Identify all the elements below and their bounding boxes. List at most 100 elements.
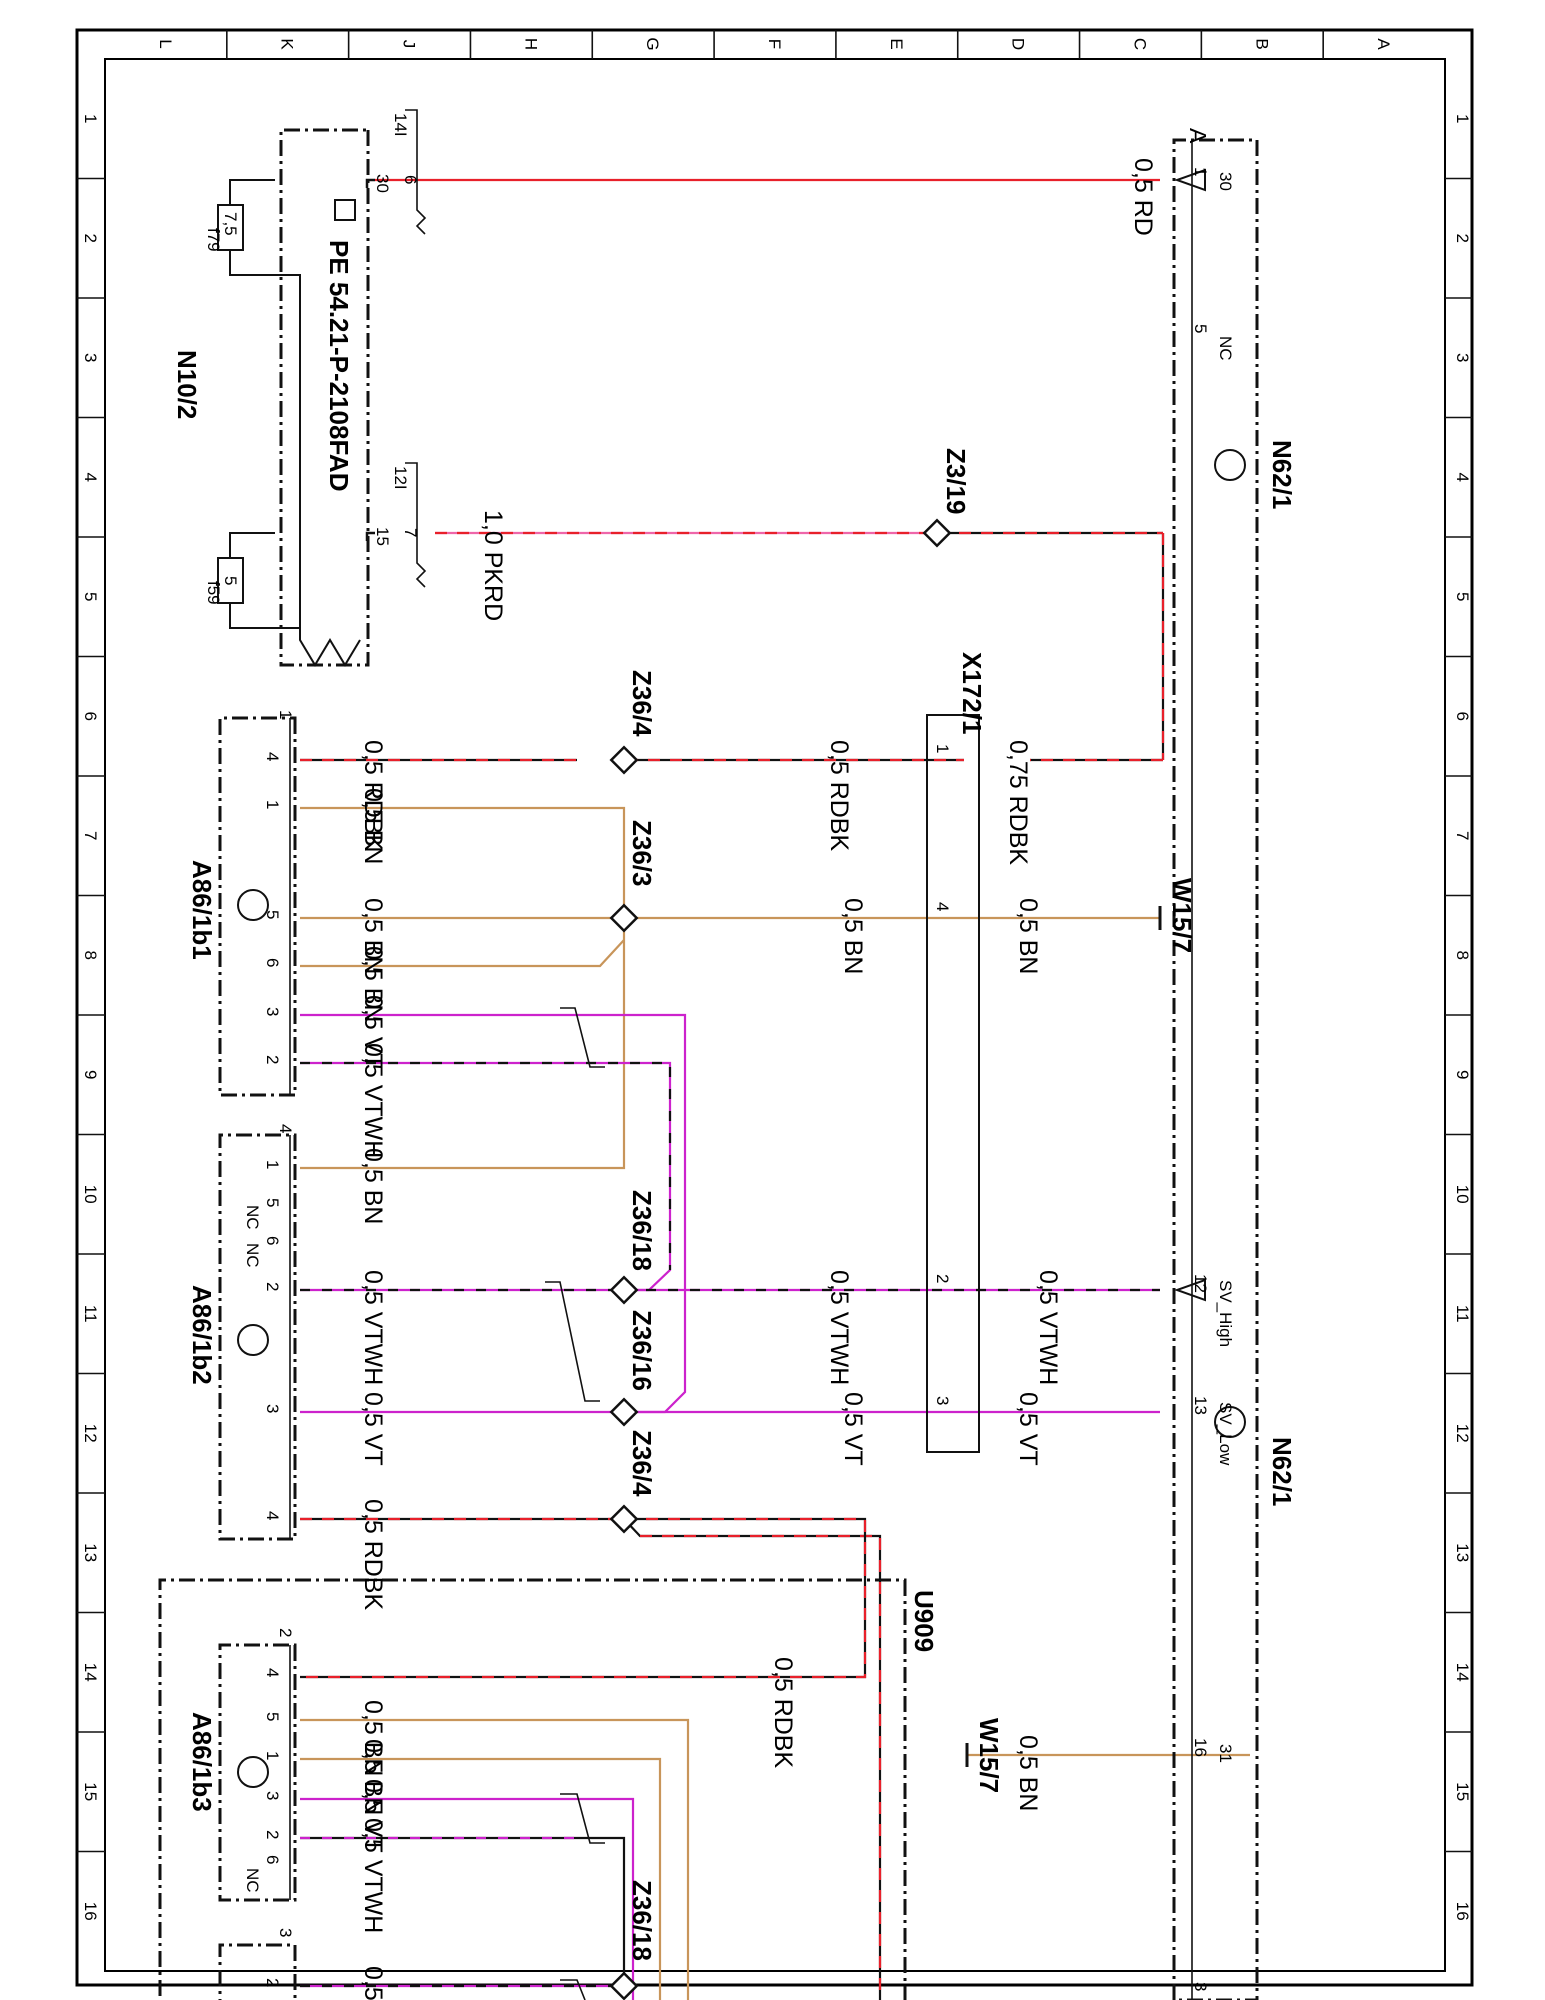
grid-column-label: D xyxy=(1009,38,1028,50)
a86-1b3-connector: 2 xyxy=(276,1628,295,1637)
wire-vt-b3 xyxy=(300,1797,635,2000)
unit-u909: U909 A86/1b3 2 4 5 1 3 2 6 NC 3 2 xyxy=(158,1578,939,2000)
grid-row-label: 7 xyxy=(81,831,100,840)
grid-row-label: 6 xyxy=(1453,712,1472,721)
grid-row-label: 15 xyxy=(81,1782,100,1801)
b3-pin-nc: NC xyxy=(243,1868,262,1893)
b2-pin-5: 5 xyxy=(263,1198,282,1207)
b2-pin-2: 2 xyxy=(263,1282,282,1291)
wires xyxy=(300,178,1250,2000)
grid-row-label: 3 xyxy=(81,353,100,362)
grid-column-label: C xyxy=(1130,38,1149,50)
splice-z36-18-lower: Z36/18 xyxy=(627,1880,657,1961)
splice-z36-4-top: Z36/4 xyxy=(627,670,657,737)
module-n62-1-label-top: N62/1 xyxy=(1267,440,1297,509)
pin-30: 30 xyxy=(373,174,392,193)
grid-row-labels: 1122334455667788991010111112121313141415… xyxy=(81,114,1472,1921)
n62-pin-5: 5 xyxy=(1191,324,1210,333)
a86-next-connector: 3 xyxy=(276,1928,295,1937)
ground-w15-7-upper: W15/7 xyxy=(1167,878,1197,953)
wire-bn-b1-1 xyxy=(300,806,626,1170)
grid-column-label: G xyxy=(643,37,662,50)
sensor-a86-1b2-label: A86/1b2 xyxy=(187,1285,217,1385)
b2-pin-1: 1 xyxy=(263,1160,282,1169)
b2-pin-nc-2: NC xyxy=(243,1243,262,1268)
grid-row-label: 4 xyxy=(81,473,100,482)
sensor-a86-1b3-label: A86/1b3 xyxy=(187,1712,217,1812)
label-vt-b3: 0,5 VT xyxy=(359,1779,387,1853)
wire-rdbk-u909 xyxy=(623,1518,882,2000)
label-vtwh-b4: 0,5 VTWH xyxy=(359,1966,387,2000)
connector-x172-1-label: X172/1 xyxy=(957,652,987,734)
label-bn-b1-5: 0,5 BN xyxy=(359,898,387,974)
grid-row-label: 5 xyxy=(81,592,100,601)
n62-pin-12: 12 xyxy=(1191,1274,1210,1293)
label-bn-x-out: 0,5 BN xyxy=(1014,898,1042,974)
n62-pin-nc: NC xyxy=(1216,336,1235,361)
b1-pin-6: 6 xyxy=(263,958,282,967)
b1-pin-5: 5 xyxy=(263,910,282,919)
b3-pin-6: 6 xyxy=(263,1855,282,1864)
grid-row-label: 9 xyxy=(81,1070,100,1079)
sensor-a86-1b1-label: A86/1b1 xyxy=(187,860,217,960)
n62-pin-3: 3 xyxy=(1191,1982,1210,1991)
wire-vtwh-b3 xyxy=(300,1836,626,1986)
fuse-f79-rating: 7,5 xyxy=(221,212,240,236)
splices: Z3/19 Z36/4 Z36/3 Z36/18 Z36/16 Z36/4 Z3… xyxy=(609,448,1197,2000)
n62-1-control-unit: A 1 30 5 NC 12 SV_High 13 SV_Low 16 31 3… xyxy=(1172,128,1297,2000)
label-vtwh-b2: 0,5 VTWH xyxy=(359,1270,387,1385)
grid-row-label: 8 xyxy=(81,951,100,960)
fuse-f79-label: f79 xyxy=(204,228,223,252)
connector-12i: 12I xyxy=(391,466,410,490)
b2-pin-3: 3 xyxy=(263,1404,282,1413)
b3-pin-3: 3 xyxy=(263,1791,282,1800)
splice-z3-19: Z3/19 xyxy=(941,448,971,515)
grid-row-label: 14 xyxy=(1453,1663,1472,1682)
sensor-a86-1b2: A86/1b2 4 1 5 6 2 3 4 NC NC xyxy=(187,1124,297,1541)
splice-z36-18: Z36/18 xyxy=(627,1190,657,1271)
b2-pin-4: 4 xyxy=(263,1511,282,1520)
b3-pin-5: 5 xyxy=(263,1712,282,1721)
n62-pin-13: 13 xyxy=(1191,1396,1210,1415)
grid-row-label: 14 xyxy=(81,1663,100,1682)
x172-pin-2: 2 xyxy=(933,1274,952,1283)
grid-row-label: 13 xyxy=(1453,1543,1472,1562)
grid-column-label: H xyxy=(521,38,540,50)
label-bn-b1-6: 0,5 BN xyxy=(359,946,387,1022)
grid-row-label: 12 xyxy=(81,1424,100,1443)
fuse-f59-rating: 5 xyxy=(221,576,240,585)
n62-pin-sv-high: SV_High xyxy=(1216,1280,1235,1347)
grid-row-label: 2 xyxy=(1453,234,1472,243)
b4-pin-2: 2 xyxy=(263,1978,282,1987)
label-vt-x-out: 0,5 VT xyxy=(1014,1392,1042,1466)
n62-pin-16: 16 xyxy=(1191,1738,1210,1757)
grid-row-label: 4 xyxy=(1453,473,1472,482)
grid-column-label: A xyxy=(1374,38,1393,50)
label-vtwh-x-in: 0,5 VTWH xyxy=(825,1270,853,1385)
module-n10-2-label: N10/2 xyxy=(172,350,202,419)
connector-14i: 14I xyxy=(391,113,410,137)
wire-bn-b3-1 xyxy=(300,1757,662,2000)
x172-pin-1: 1 xyxy=(933,744,952,753)
grid-row-label: 6 xyxy=(81,712,100,721)
a86-1b2-connector: 4 xyxy=(276,1124,295,1133)
grid-row-label: 8 xyxy=(1453,951,1472,960)
b3-pin-2: 2 xyxy=(263,1830,282,1839)
label-vtwh-b1: 0,5 VTWH xyxy=(359,1043,387,1158)
wire-vtwh-b1 xyxy=(300,1061,672,1292)
label-bn-b1-1: 0,5 BN xyxy=(359,788,387,864)
grid-row-label: 2 xyxy=(81,234,100,243)
grid-column-label: J xyxy=(400,40,419,49)
b1-pin-2: 2 xyxy=(263,1055,282,1064)
grid-lines xyxy=(77,30,1472,1853)
label-bn-b3-5: 0,5 BN xyxy=(359,1700,387,1776)
grid-column-label: F xyxy=(765,39,784,49)
grid-row-label: 13 xyxy=(81,1543,100,1562)
n62-pin-sv-low: SV_Low xyxy=(1216,1402,1235,1466)
n62-pin-31: 31 xyxy=(1216,1744,1235,1763)
grid-row-label: 12 xyxy=(1453,1424,1472,1443)
ground-w15-7-lower: W15/7 xyxy=(974,1718,1004,1793)
label-bn-b2-1: 0,5 BN xyxy=(359,1148,387,1224)
